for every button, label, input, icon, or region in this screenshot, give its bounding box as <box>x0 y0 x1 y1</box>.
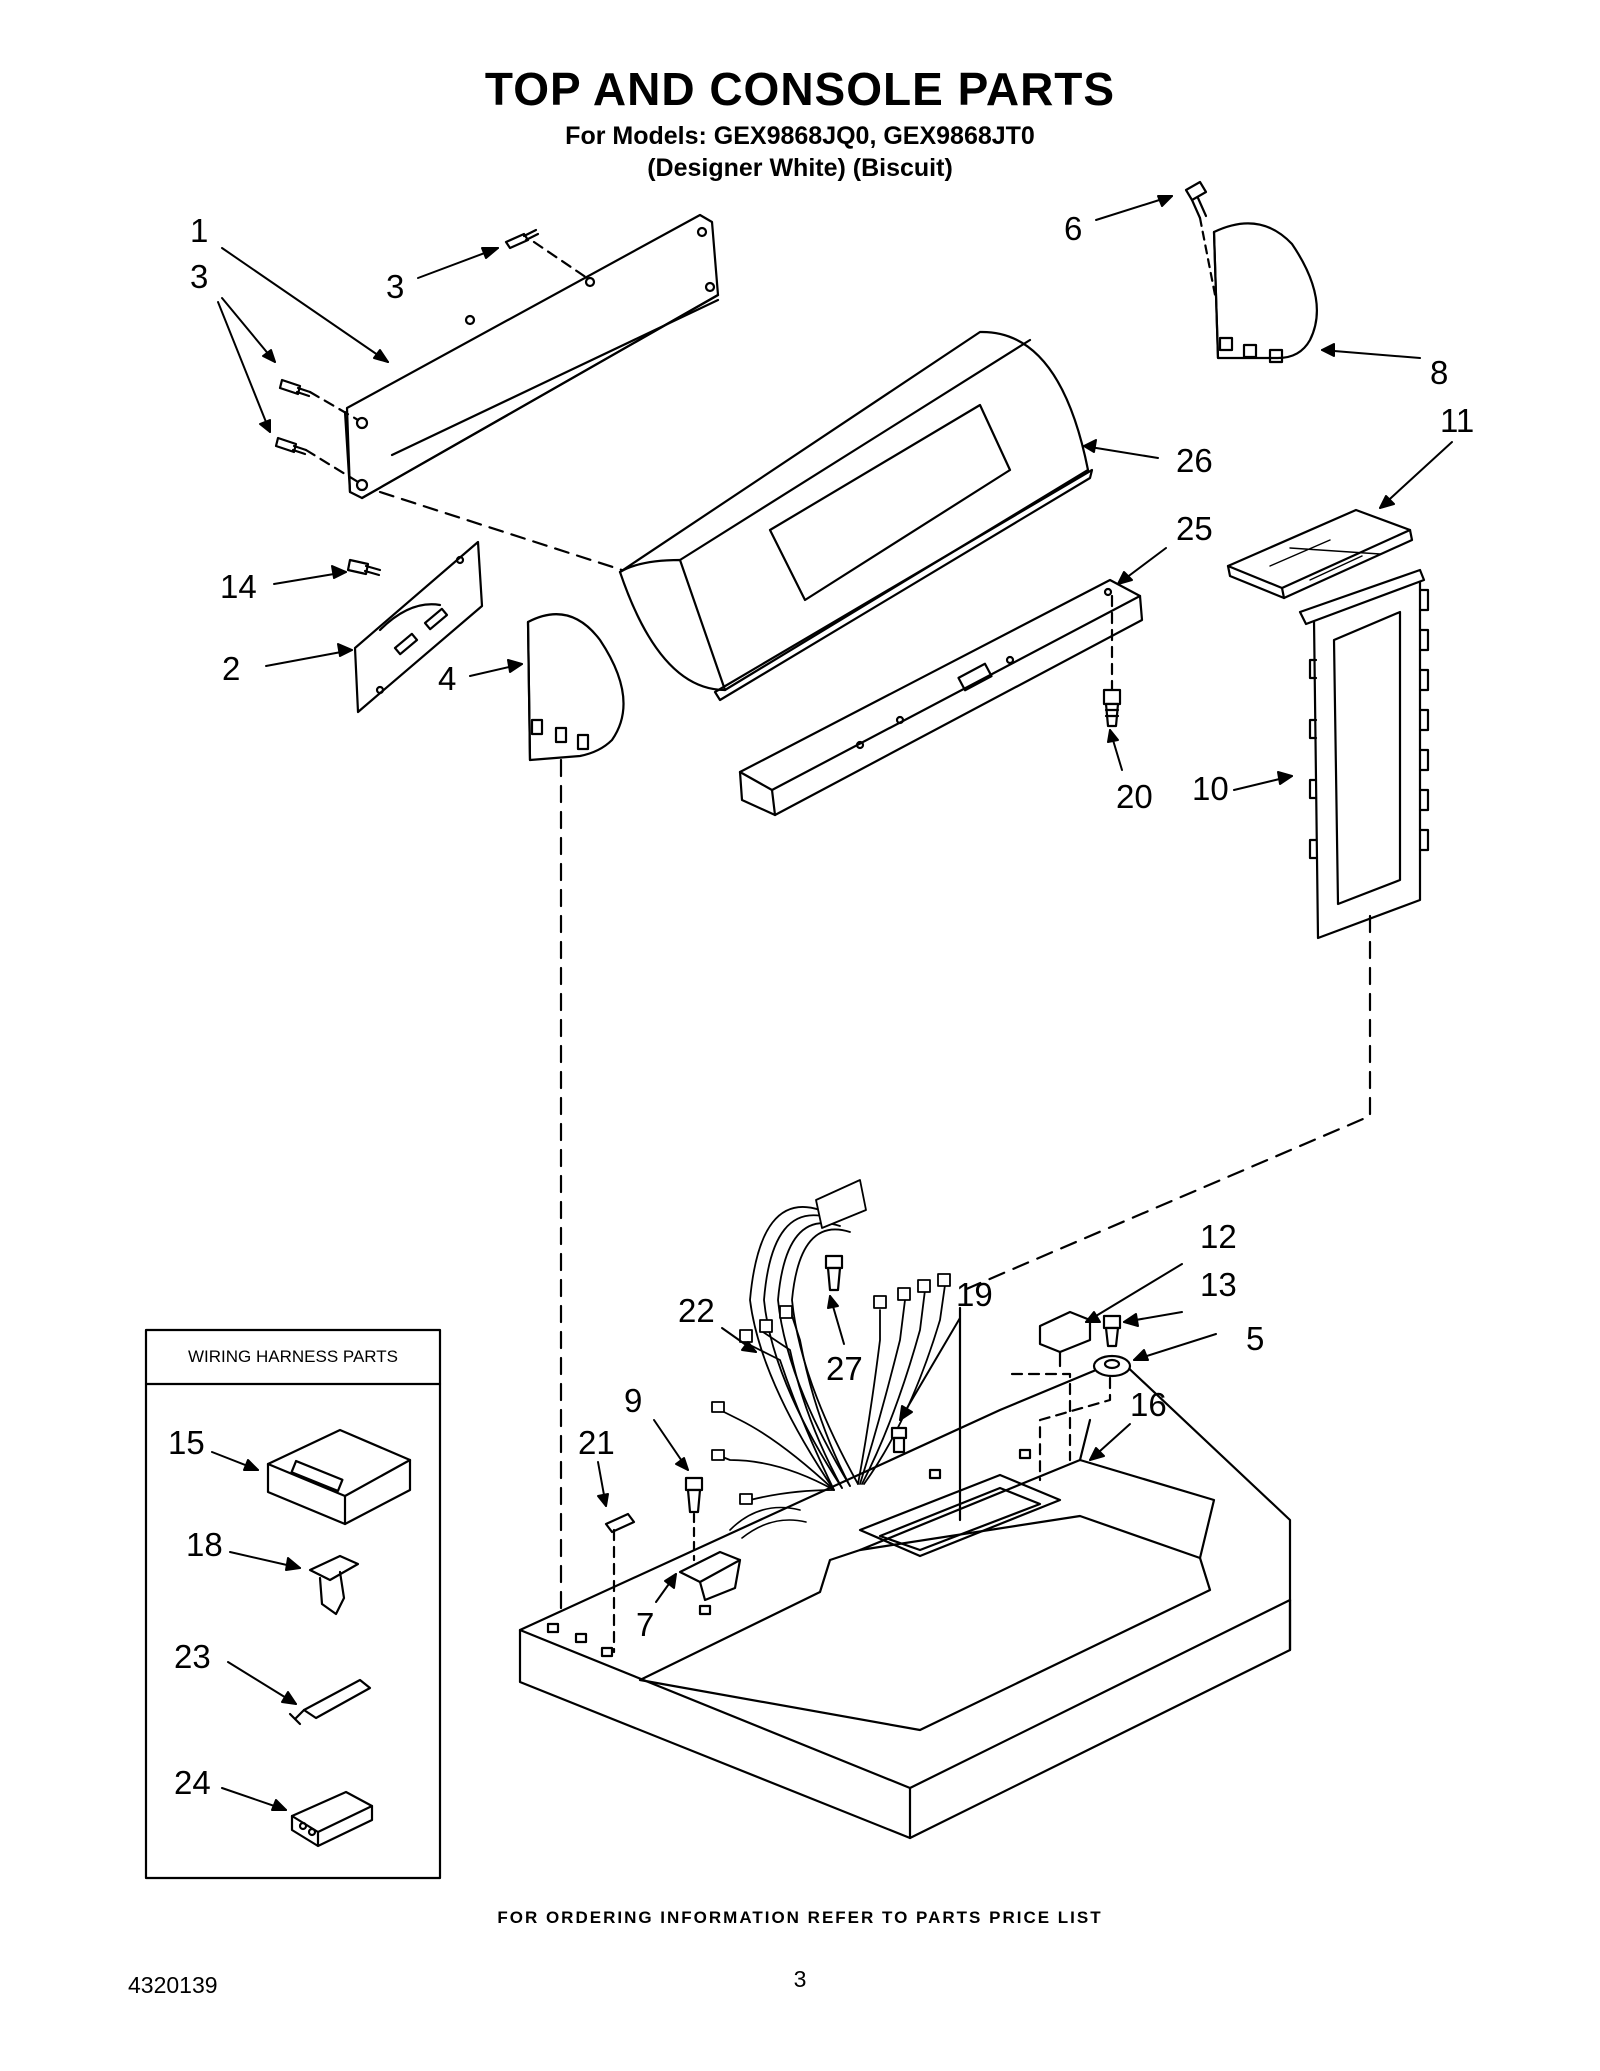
wire-clip <box>604 1512 636 1654</box>
leader-line <box>378 490 624 572</box>
callout-label: 10 <box>1192 770 1229 807</box>
callout-label: 18 <box>186 1526 223 1563</box>
screw-icon <box>1102 688 1122 728</box>
screw-icon <box>684 1476 704 1562</box>
callout-label: 25 <box>1176 510 1213 547</box>
console-rear-panel <box>343 213 720 500</box>
lint-filter <box>1226 508 1414 600</box>
wiring-harness-title: WIRING HARNESS PARTS <box>187 1347 398 1366</box>
callout-label: 1 <box>190 212 208 249</box>
callout-leaders <box>217 195 1453 1603</box>
wire-clip-icon <box>308 1554 360 1616</box>
screw-icon <box>278 378 360 422</box>
callout-label: 3 <box>386 268 404 305</box>
leader-line <box>962 914 1372 1292</box>
callout-label: 20 <box>1116 778 1153 815</box>
wire-harness <box>711 1179 951 1539</box>
hinge-clip <box>678 1550 742 1602</box>
connector-block-icon <box>266 1428 412 1526</box>
callout-label: 15 <box>168 1424 205 1461</box>
leader-line <box>1038 1376 1112 1482</box>
washer-icon <box>1092 1354 1132 1378</box>
callout-label: 3 <box>190 258 208 295</box>
plug-connector-icon <box>290 1790 374 1848</box>
leader-line <box>1010 1372 1072 1462</box>
wiring-harness-box <box>144 1328 442 1880</box>
top-panel <box>518 1358 1292 1840</box>
callout-label: 23 <box>174 1638 211 1675</box>
callout-label: 6 <box>1064 210 1082 247</box>
screw-icon <box>274 436 360 484</box>
screw-icon <box>1184 180 1218 302</box>
console-cover <box>618 330 1094 702</box>
callout-label: 4 <box>438 660 456 697</box>
callout-label: 14 <box>220 568 257 605</box>
callout-label: 21 <box>578 1424 615 1461</box>
lint-housing <box>1298 568 1430 940</box>
callout-label: 24 <box>174 1764 211 1801</box>
console-bracket <box>738 578 1144 817</box>
terminal-icon <box>288 1678 372 1726</box>
control-bracket <box>353 540 484 714</box>
callout-label: 12 <box>1200 1218 1237 1255</box>
screw-icon <box>1102 1314 1122 1348</box>
page-title: TOP AND CONSOLE PARTS <box>484 63 1116 115</box>
callout-label: 9 <box>624 1382 642 1419</box>
callout-label: 13 <box>1200 1266 1237 1303</box>
callout-label: 2 <box>222 650 240 687</box>
document-number: 4320139 <box>128 1972 218 1998</box>
colors-subtitle: (Designer White) (Biscuit) <box>647 154 953 182</box>
callout-labels: 1 3 3 6 8 11 26 25 14 2 4 20 10 12 13 5 … <box>168 210 1474 1801</box>
callout-label: 22 <box>678 1292 715 1329</box>
left-end-cap <box>526 613 625 762</box>
ordering-note: FOR ORDERING INFORMATION REFER TO PARTS … <box>497 1908 1103 1927</box>
callout-label: 5 <box>1246 1320 1264 1357</box>
harness-leaders <box>211 1451 301 1811</box>
screw-icon <box>504 228 592 282</box>
callout-label: 19 <box>956 1276 993 1313</box>
clip-part <box>1038 1310 1092 1368</box>
callout-label: 16 <box>1130 1386 1167 1423</box>
screw-icon <box>890 1426 908 1454</box>
right-end-cap <box>1212 222 1318 364</box>
screw-icon <box>824 1254 844 1292</box>
callout-label: 7 <box>636 1606 654 1643</box>
models-subtitle: For Models: GEX9868JQ0, GEX9868JT0 <box>565 122 1035 150</box>
callout-label: 26 <box>1176 442 1213 479</box>
screw-icon <box>346 558 382 577</box>
callout-label: 8 <box>1430 354 1448 391</box>
callout-label: 11 <box>1440 402 1474 439</box>
page-number: 3 <box>793 1966 807 1992</box>
callout-label: 27 <box>826 1350 863 1387</box>
